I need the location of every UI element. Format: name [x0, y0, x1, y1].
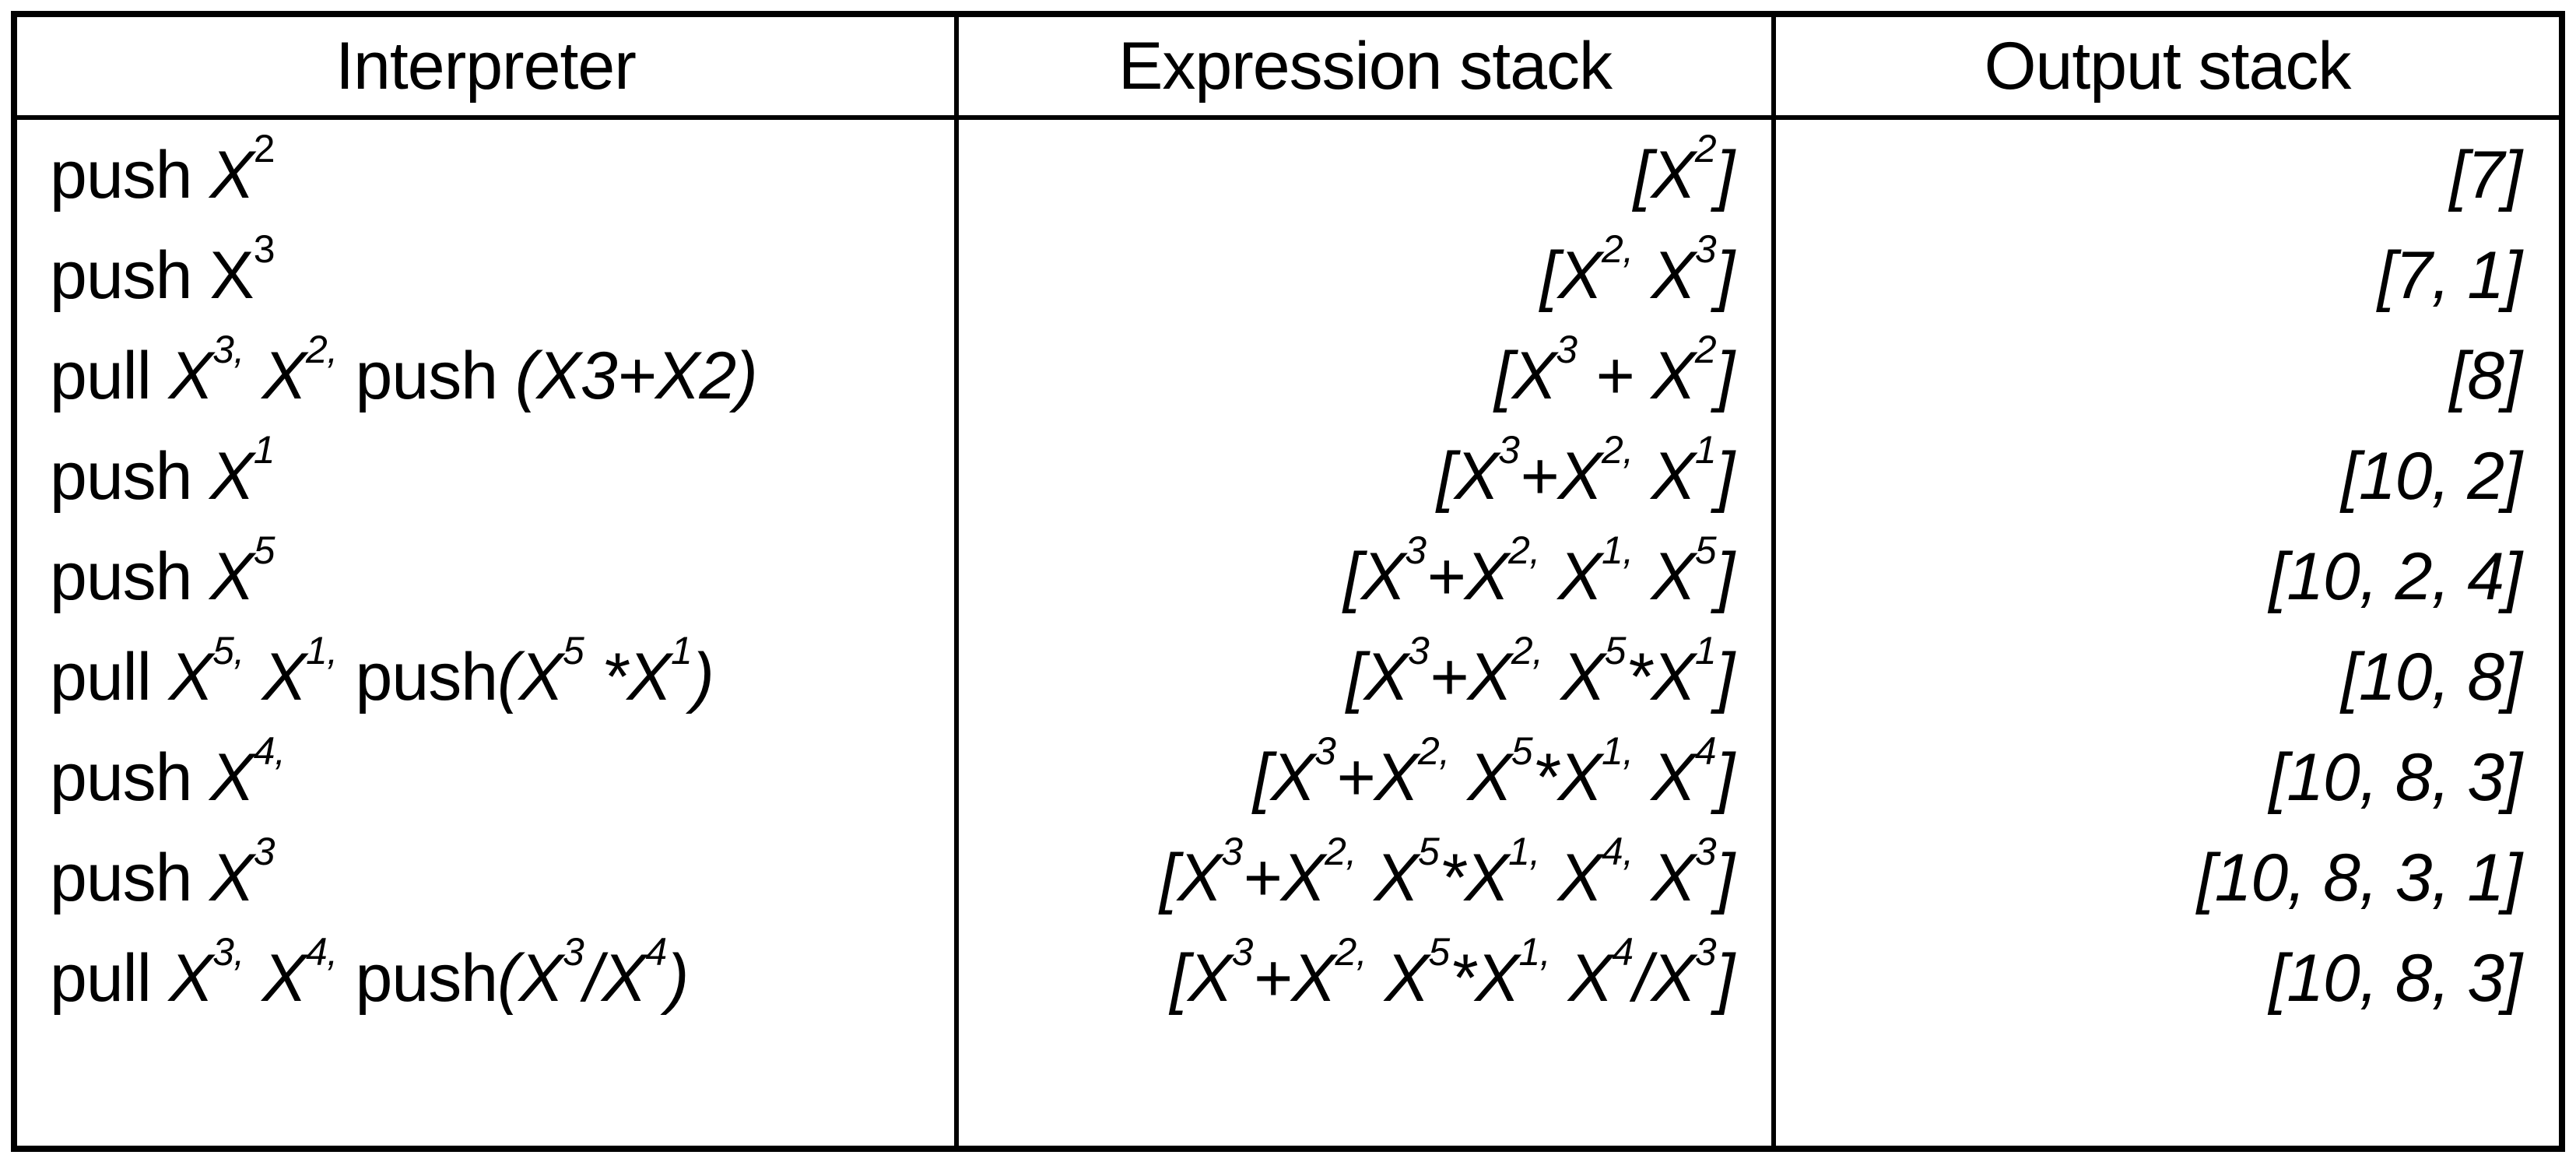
column-header-interpreter: Interpreter [17, 17, 954, 120]
column-header-output-stack: Output stack [1771, 17, 2559, 120]
cell-output-stack-row1: [7] [1771, 120, 2559, 220]
cell-output-stack-row3: [8] [1771, 321, 2559, 421]
column-header-expression-stack: Expression stack [954, 17, 1771, 120]
cell-output-stack-row2: [7, 1] [1771, 220, 2559, 321]
cell-output-stack-row6: [10, 8] [1771, 622, 2559, 722]
cell-output-stack-row5: [10, 2, 4] [1771, 521, 2559, 622]
cell-output-stack-row9: [10, 8, 3] [1771, 923, 2559, 1023]
stack-evaluation-table: Interpreter Expression stack Output stac… [11, 11, 2565, 1152]
empty-cell [954, 1023, 1771, 1146]
cell-output-stack-row8: [10, 8, 3, 1] [1771, 823, 2559, 923]
empty-cell [17, 1023, 954, 1146]
cell-output-stack-row4: [10, 2] [1771, 421, 2559, 521]
empty-cell [1771, 1023, 2559, 1146]
cell-output-stack-row7: [10, 8, 3] [1771, 722, 2559, 823]
